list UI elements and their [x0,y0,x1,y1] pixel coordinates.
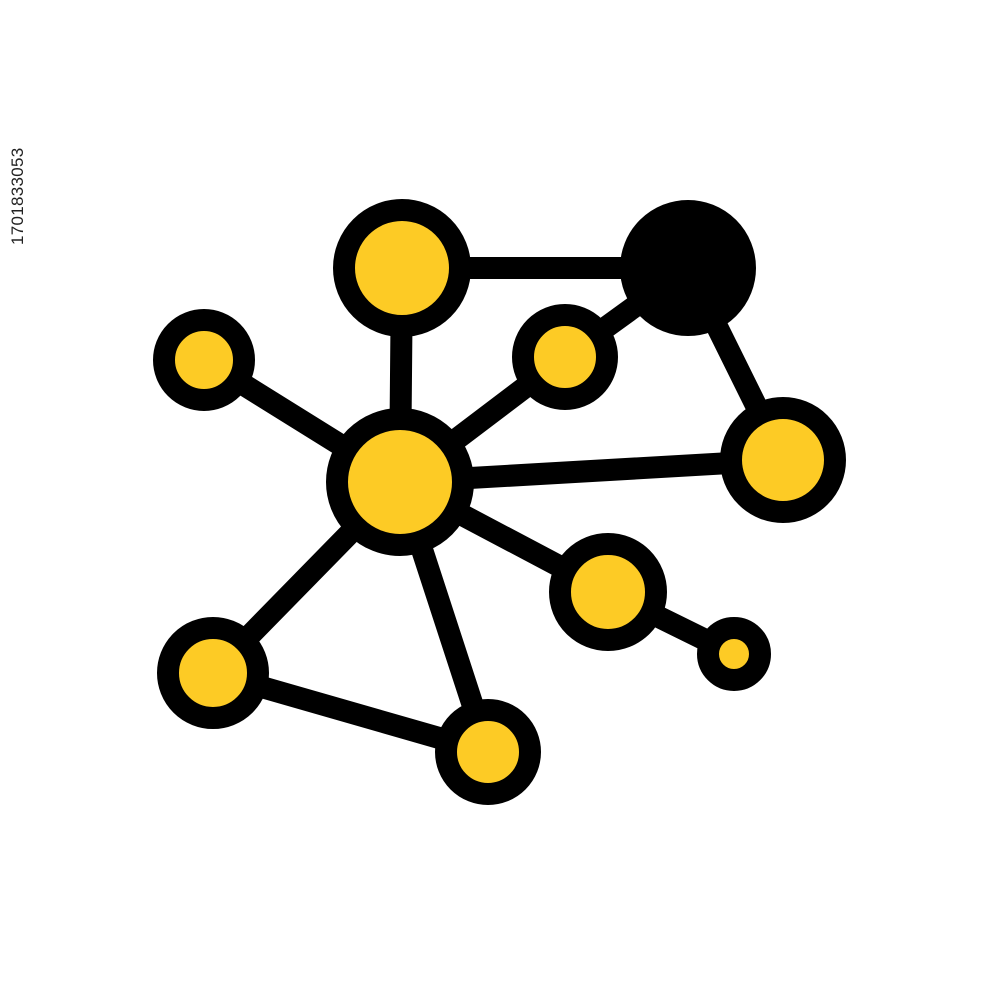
network-links [193,257,794,763]
node-lowleft [157,617,269,729]
node-center [326,408,474,556]
node-tiny [697,617,771,691]
node-small [512,304,618,410]
network-nodes [153,199,846,805]
node-top [333,199,471,337]
node-left [153,309,255,411]
stock-id-text: 1701833053 [8,147,27,245]
node-right [720,397,846,523]
node-hub [620,200,756,336]
node-bottom [435,699,541,805]
node-lowright [549,533,667,651]
